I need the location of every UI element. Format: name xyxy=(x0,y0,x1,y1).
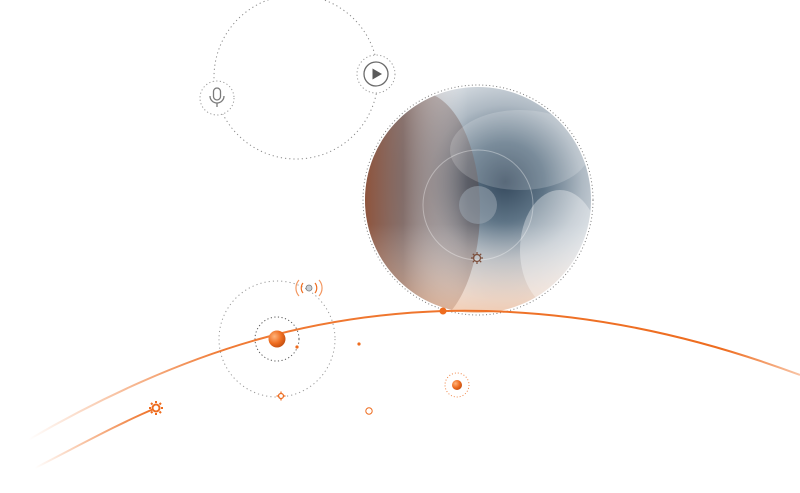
arc-node xyxy=(439,307,447,315)
microphone-icon xyxy=(209,87,225,107)
gear-icon xyxy=(471,252,483,264)
sphere-inner-ring xyxy=(422,149,534,261)
small-ring xyxy=(365,407,373,415)
sphere-core xyxy=(459,186,497,224)
sphere xyxy=(362,84,594,316)
signal-waves-icon xyxy=(295,279,323,297)
gear-icon xyxy=(276,391,286,401)
orange-horizon-arc xyxy=(27,309,800,441)
play-button[interactable] xyxy=(356,54,396,94)
small-orbit xyxy=(444,372,470,398)
orange-secondary-arc xyxy=(34,407,157,469)
sphere-dotted-outline xyxy=(362,84,594,316)
microphone-button[interactable] xyxy=(199,80,235,116)
left-dotted-orbit xyxy=(218,280,336,398)
top-dotted-orbit xyxy=(213,0,379,160)
play-icon xyxy=(372,68,382,80)
left-inner-orbit xyxy=(254,316,300,362)
gear-icon xyxy=(149,401,163,415)
small-dot xyxy=(295,345,299,349)
small-dot xyxy=(357,342,361,346)
orange-planet xyxy=(268,330,286,348)
